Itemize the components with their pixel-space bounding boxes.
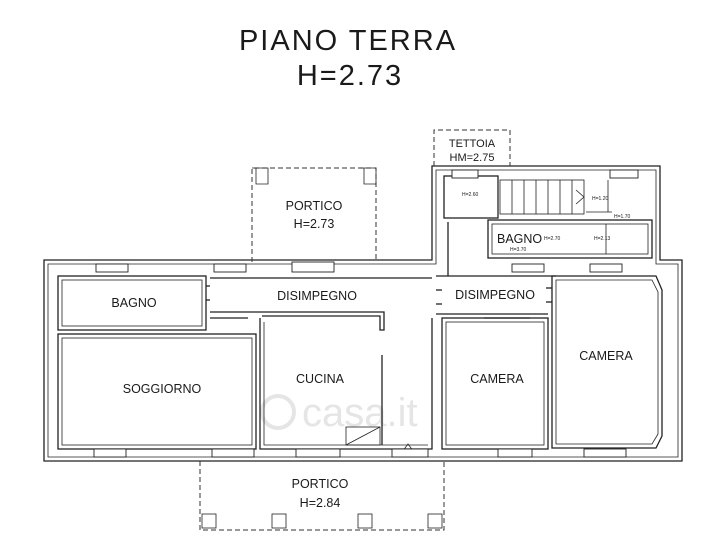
dim-h213: H=2.13 bbox=[594, 236, 610, 242]
label-portico-top-height: H=2.73 bbox=[294, 217, 335, 231]
label-camera-center: CAMERA bbox=[470, 372, 524, 386]
label-tettoia-height: HM=2.75 bbox=[450, 152, 495, 164]
label-bagno-upper: BAGNO bbox=[497, 232, 542, 246]
main-building bbox=[43, 165, 683, 462]
label-bagno: BAGNO bbox=[111, 296, 156, 310]
room-disimpegno-right: DISIMPEGNO bbox=[436, 222, 556, 315]
label-portico-bottom: PORTICO bbox=[292, 477, 349, 491]
portico-top: PORTICO H=2.73 bbox=[251, 167, 377, 262]
label-disimpegno-left: DISIMPEGNO bbox=[277, 289, 357, 303]
room-camera-center: CAMERA bbox=[441, 317, 549, 450]
room-disimpegno-left: DISIMPEGNO bbox=[210, 277, 432, 331]
watermark-text: casa.it bbox=[302, 391, 418, 435]
dim-h120: H=1.20 bbox=[592, 196, 608, 202]
door-marks bbox=[206, 285, 552, 319]
room-soggiorno: SOGGIORNO bbox=[57, 333, 257, 450]
watermark: casa.it bbox=[260, 391, 418, 435]
label-disimpegno-right: DISIMPEGNO bbox=[455, 288, 535, 302]
plan-title: PIANO TERRA bbox=[239, 25, 457, 57]
label-cucina: CUCINA bbox=[296, 372, 345, 386]
stairs bbox=[499, 179, 585, 215]
label-portico-top: PORTICO bbox=[286, 199, 343, 213]
tettoia: TETTOIA HM=2.75 bbox=[433, 129, 511, 166]
watermark-logo-icon bbox=[260, 394, 296, 430]
dim-h270: H=2.70 bbox=[544, 236, 560, 242]
dim-h170: H=1.70 bbox=[614, 214, 630, 220]
plan-height: H=2.73 bbox=[297, 60, 403, 92]
label-camera-right: CAMERA bbox=[579, 349, 633, 363]
windows bbox=[93, 169, 639, 458]
upper-annex: H=2.60 H=1.20 H=1.70 BAGNO H=2.70 H=2.13… bbox=[443, 175, 653, 259]
room-cucina: CUCINA bbox=[259, 318, 433, 453]
label-soggiorno: SOGGIORNO bbox=[123, 382, 202, 396]
dim-h370: H=3.70 bbox=[510, 247, 526, 253]
dim-h260: H=2.60 bbox=[462, 192, 478, 198]
label-portico-bottom-height: H=2.84 bbox=[300, 496, 341, 510]
room-bagno: BAGNO bbox=[57, 275, 207, 331]
label-tettoia: TETTOIA bbox=[449, 138, 496, 150]
portico-bottom: PORTICO H=2.84 bbox=[199, 461, 445, 531]
room-camera-right: CAMERA bbox=[551, 275, 663, 449]
